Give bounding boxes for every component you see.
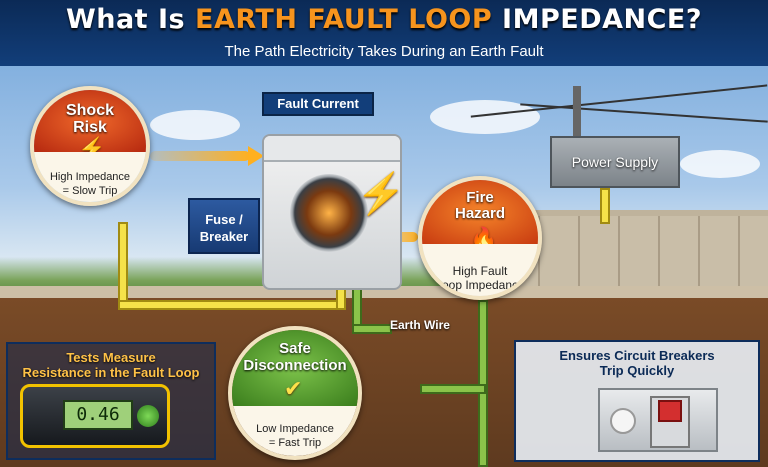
live-wire bbox=[118, 222, 128, 308]
title-suffix: IMPEDANCE? bbox=[492, 4, 703, 35]
meter-knob bbox=[137, 405, 159, 427]
power-line bbox=[470, 84, 768, 118]
washer-control-panel bbox=[264, 136, 400, 162]
header-banner: What Is EARTH FAULT LOOP IMPEDANCE? The … bbox=[0, 0, 768, 66]
utility-pole bbox=[573, 86, 581, 138]
circuit-breaker-panel bbox=[598, 388, 718, 452]
washer-door bbox=[290, 174, 368, 252]
ground-slab bbox=[0, 286, 768, 298]
earth-wire bbox=[352, 324, 392, 334]
cloud bbox=[680, 150, 760, 178]
live-wire bbox=[118, 300, 338, 310]
shock-risk-desc: High Impedance= Slow Trip bbox=[49, 171, 131, 197]
page-title: What Is EARTH FAULT LOOP IMPEDANCE? bbox=[0, 4, 768, 35]
power-line bbox=[520, 103, 768, 123]
safe-disconnection-header bbox=[232, 330, 358, 406]
fault-current-arrow bbox=[150, 151, 250, 161]
safe-disconnection-body bbox=[232, 405, 358, 456]
live-wire bbox=[600, 188, 610, 224]
loop-impedance-meter: 0.46 bbox=[20, 384, 170, 448]
fire-hazard-header bbox=[422, 180, 538, 244]
meter-display: 0.46 bbox=[63, 400, 133, 430]
fuse-breaker-box: Fuse / Breaker bbox=[188, 198, 260, 254]
earth-wire-label: Earth Wire bbox=[390, 318, 450, 332]
cloud bbox=[150, 110, 240, 140]
shock-risk-header bbox=[34, 90, 146, 152]
shield-check-icon: ✔ bbox=[284, 376, 303, 401]
fault-current-label: Fault Current bbox=[262, 92, 374, 116]
fire-hazard-body bbox=[422, 243, 538, 296]
brick-wall bbox=[500, 210, 768, 294]
safe-disconnection-desc: Low Impedance= Fast Trip bbox=[256, 423, 334, 449]
lightning-bolt-icon: ⚡ bbox=[356, 172, 406, 216]
title-prefix: What Is bbox=[65, 4, 195, 35]
cloud bbox=[430, 100, 540, 134]
power-supply-box: Power Supply bbox=[550, 136, 680, 188]
earth-wire bbox=[420, 384, 486, 394]
breaker-dial bbox=[610, 408, 636, 434]
shock-risk-body bbox=[34, 151, 146, 202]
page-subtitle: The Path Electricity Takes During an Ear… bbox=[224, 43, 544, 60]
washing-machine bbox=[262, 134, 402, 290]
arrow-head bbox=[248, 146, 264, 166]
title-highlight: EARTH FAULT LOOP bbox=[195, 4, 493, 35]
breaker-lever bbox=[658, 400, 682, 422]
earth-wire bbox=[478, 300, 488, 467]
